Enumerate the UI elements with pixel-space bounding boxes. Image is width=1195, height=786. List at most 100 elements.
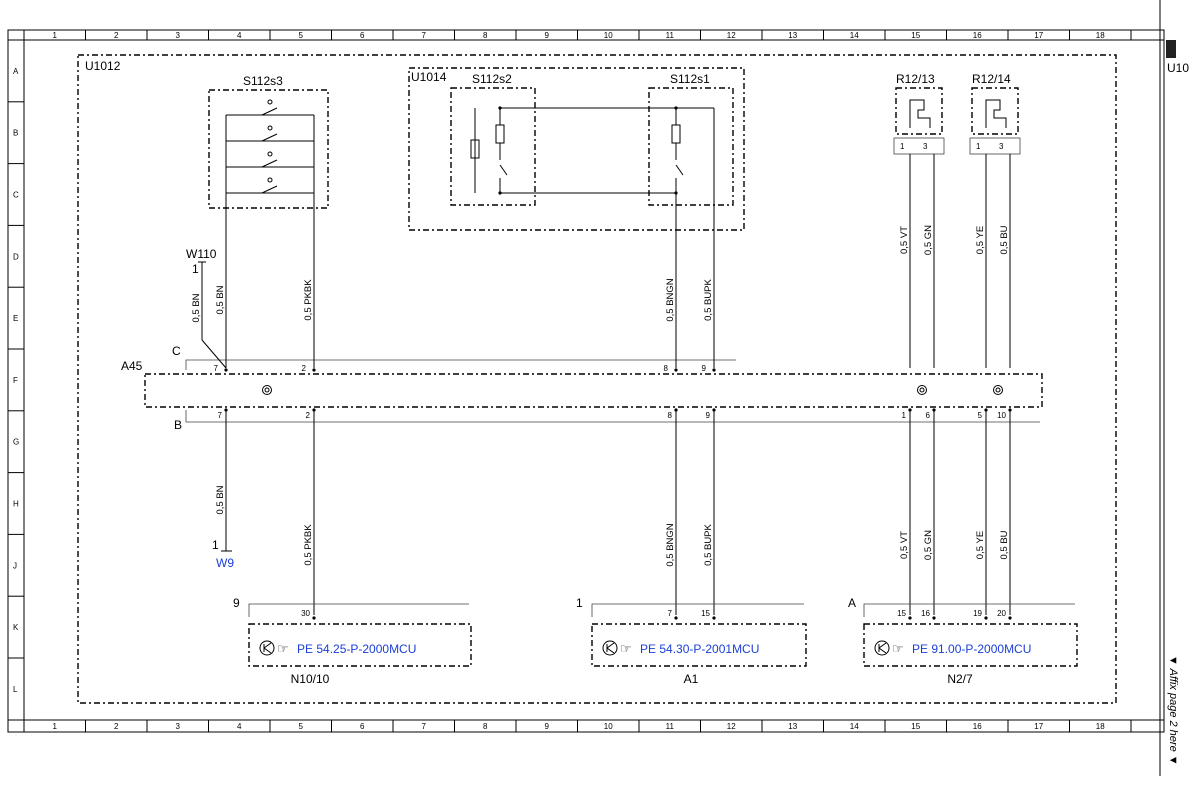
wire-label: 0,5 BN <box>215 485 226 514</box>
pin-label: 5 <box>978 411 983 420</box>
wire-runs: 0,5 BN 0,5 BN 0,5 PKBK 0,5 PKBK 0,5 BNGN 0,5 … <box>191 154 1012 615</box>
column-number: 12 <box>727 722 736 731</box>
harness-pin: 1 <box>192 262 199 276</box>
switch-s112s2-label: S112s2 <box>472 72 512 86</box>
wire-label: 0,5 BUPK <box>703 278 714 320</box>
pin-label: 19 <box>973 609 982 618</box>
row-letter: C <box>13 191 19 200</box>
column-number: 18 <box>1096 31 1105 40</box>
switch-s112s3-label: S112s3 <box>243 74 283 88</box>
sensor-r12-14-label: R12/14 <box>972 72 1011 86</box>
harness-w110: W110 1 <box>186 247 227 369</box>
column-number: 16 <box>973 31 982 40</box>
frame-u1012-label: U1012 <box>85 59 121 73</box>
column-number: 15 <box>911 31 920 40</box>
harness-w110-label: W110 <box>186 247 217 261</box>
column-number: 2 <box>114 722 119 731</box>
frame-u1014-label: U1014 <box>411 70 447 84</box>
wire-label: 0,5 PKBK <box>303 524 314 566</box>
row-letter: A <box>13 67 19 76</box>
column-number: 12 <box>727 31 736 40</box>
module-side: A <box>848 596 856 610</box>
pin-label: 7 <box>214 364 219 373</box>
column-number: 11 <box>666 31 675 40</box>
pin-label: 2 <box>306 411 311 420</box>
wire-label: 0,5 GN <box>923 530 934 560</box>
sensor-r12-13: R12/13 1 3 <box>893 72 945 155</box>
wire-label: 0,5 BU <box>999 530 1010 559</box>
column-number: 18 <box>1096 722 1105 731</box>
wire-label: 0,5 BUPK <box>703 523 714 565</box>
column-number: 14 <box>850 722 859 731</box>
switch-s112s1-label: S112s1 <box>670 72 710 86</box>
column-number: 8 <box>483 722 488 731</box>
row-letter: H <box>13 500 19 509</box>
transistor-icon <box>259 640 275 656</box>
connector-a45: A45 C B <box>121 344 1043 432</box>
column-number: 11 <box>666 722 675 731</box>
module-reference-link[interactable]: PE 91.00-P-2000MCU <box>912 642 1031 656</box>
column-number: 13 <box>788 722 797 731</box>
pin-label: 1 <box>900 142 905 151</box>
module-side: 9 <box>233 596 240 610</box>
switch-s112s2: S112s2 <box>450 72 536 206</box>
column-number: 4 <box>237 722 242 731</box>
pin-label: 2 <box>302 364 307 373</box>
page-tab-icon <box>1166 40 1176 58</box>
hand-pointer-icon: ☞ <box>892 641 904 656</box>
column-number: 7 <box>422 31 427 40</box>
connector-side-c: C <box>172 344 181 358</box>
connector-side-b: B <box>174 418 182 432</box>
ground-w9-link[interactable]: W9 <box>216 556 234 570</box>
pin-label: 20 <box>997 609 1006 618</box>
row-letter: E <box>13 314 18 323</box>
wire-label: 0,5 BNGN <box>665 278 676 321</box>
ground-pin: 1 <box>212 538 219 552</box>
pin-label: 6 <box>926 411 931 420</box>
pin-label: 9 <box>702 364 707 373</box>
sensor-r12-13-label: R12/13 <box>896 72 935 86</box>
column-number: 17 <box>1034 31 1043 40</box>
pin-label: 8 <box>668 411 673 420</box>
column-number: 8 <box>483 31 488 40</box>
pin-label: 10 <box>997 411 1006 420</box>
row-letter: J <box>13 561 17 570</box>
column-number: 10 <box>604 722 613 731</box>
wire-label: 0,5 BN <box>215 285 226 314</box>
column-number: 15 <box>911 722 920 731</box>
module-name: N2/7 <box>947 672 973 686</box>
ground-w9: 1 W9 <box>212 538 234 570</box>
transistor-icon <box>602 640 618 656</box>
wire-label: 0,5 YE <box>975 531 986 559</box>
module-name: A1 <box>684 672 699 686</box>
switch-s112s3: S112s3 <box>208 74 329 209</box>
connector-a45-label: A45 <box>121 359 143 373</box>
column-number: 6 <box>360 31 365 40</box>
column-number: 13 <box>788 31 797 40</box>
module-side: 1 <box>576 596 583 610</box>
transistor-icon <box>874 640 890 656</box>
module-reference-link[interactable]: PE 54.30-P-2001MCU <box>640 642 759 656</box>
wire-label: 0,5 BNGN <box>665 523 676 566</box>
column-number: 6 <box>360 722 365 731</box>
wire-label: 0,5 BN <box>191 293 202 322</box>
wire-label: 0,5 PKBK <box>303 279 314 321</box>
drawing-border <box>7 0 1165 776</box>
row-letter: K <box>13 623 19 632</box>
pin-label: 16 <box>921 609 930 618</box>
wire-label: 0,5 VT <box>899 226 910 254</box>
column-number: 3 <box>176 31 181 40</box>
column-number: 9 <box>545 31 550 40</box>
wire-label: 0,5 GN <box>923 225 934 255</box>
row-letter: B <box>13 129 18 138</box>
column-number: 9 <box>545 722 550 731</box>
module-reference-link[interactable]: PE 54.25-P-2000MCU <box>297 642 416 656</box>
module-name: N10/10 <box>291 672 330 686</box>
pin-label: 3 <box>999 142 1004 151</box>
column-number: 17 <box>1034 722 1043 731</box>
